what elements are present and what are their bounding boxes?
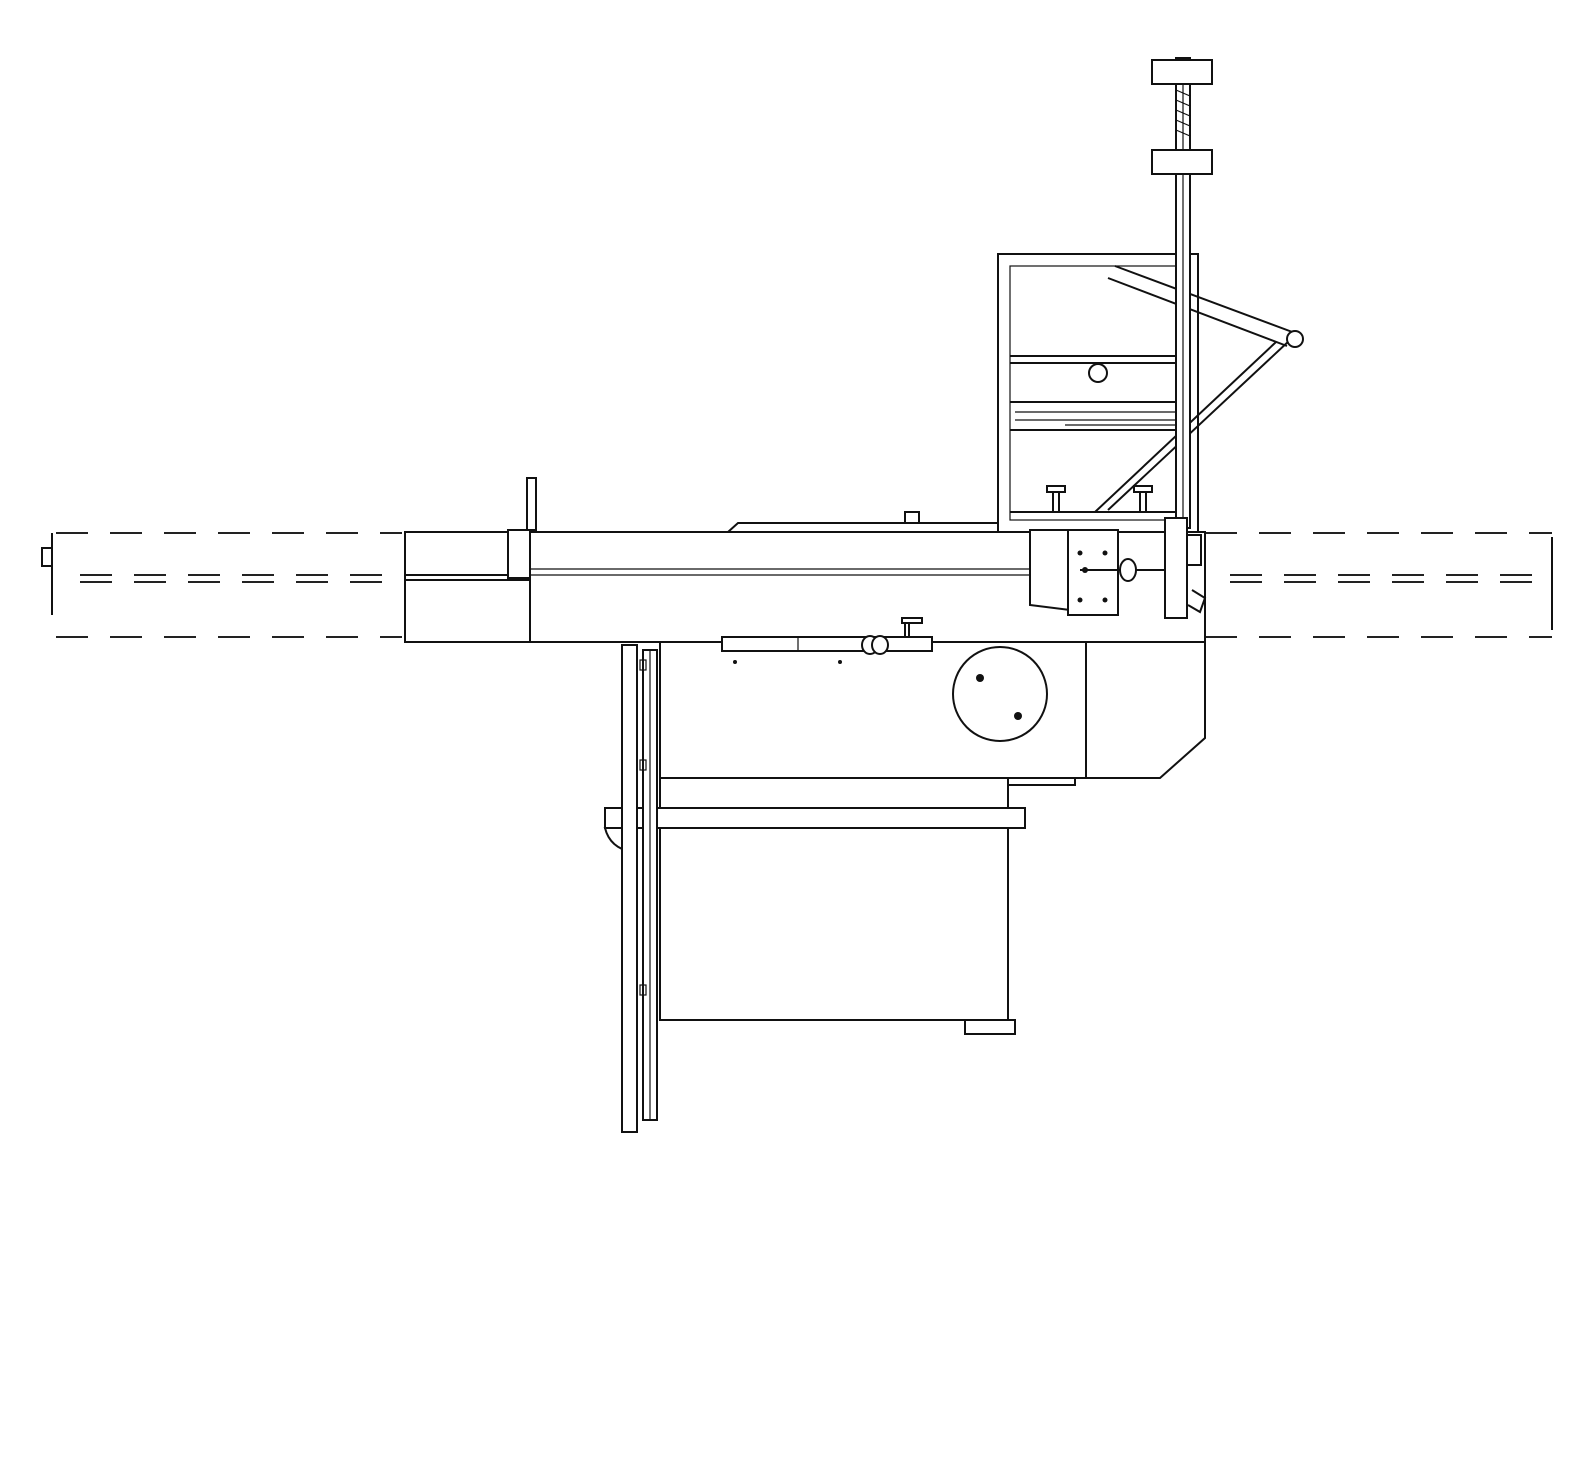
threaded-rod: [1151, 57, 1213, 529]
support-rails: [621, 644, 658, 1133]
machine-cabinet: [659, 617, 1206, 779]
upper-frame: [997, 253, 1304, 533]
clamp-head: [1029, 517, 1207, 619]
workpiece-dashed-outline: [41, 532, 1553, 638]
machine-base: [603, 777, 1076, 1035]
